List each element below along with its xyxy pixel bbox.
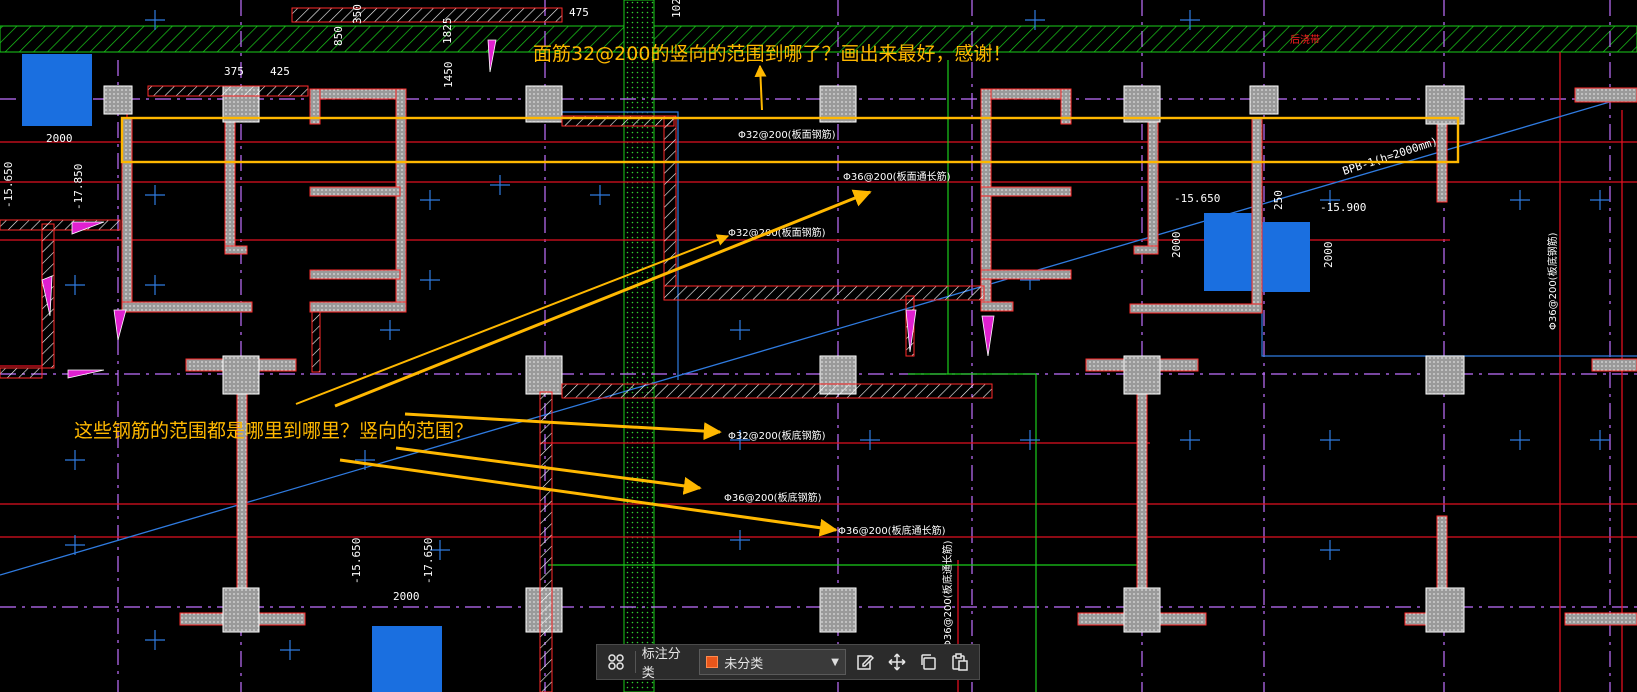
- rebar-label-r3: Φ32@200(板面钢筋): [728, 226, 826, 239]
- dim-350: 350: [351, 4, 364, 24]
- chevron-down-icon: ▼: [831, 656, 839, 668]
- dim-375: 375: [224, 65, 244, 78]
- magenta-marks: [41, 39, 995, 379]
- dim-2000-pit2: 2000: [1322, 242, 1335, 269]
- elev-15650-b: -15.650: [350, 538, 363, 584]
- dim-475: 475: [569, 6, 589, 19]
- dotted-strip: [623, 0, 655, 692]
- dim-850: 850: [332, 26, 345, 46]
- rebar-label-r6: Φ36@200(板底通长筋): [838, 524, 946, 537]
- dim-1450: 1450: [442, 62, 455, 89]
- elev-15650-a: -15.650: [2, 162, 15, 208]
- copy-icon[interactable]: [915, 649, 941, 675]
- highlight-box[interactable]: [120, 116, 1460, 164]
- dim-250: 250: [1272, 190, 1285, 210]
- elev-15900-pit: -15.900: [1320, 201, 1366, 214]
- rebar-label-r4: Φ32@200(板底钢筋): [728, 429, 826, 442]
- dim-1825: 1825: [441, 18, 454, 45]
- dim-2000-pit1: 2000: [1170, 232, 1183, 259]
- rebar-label-r7: Φ36@200(板底通长筋): [941, 540, 954, 648]
- plus-markers: [65, 10, 1610, 660]
- elev-17850-a: -17.850: [72, 164, 85, 210]
- rebar-label-r1: Φ32@200(板面钢筋): [738, 128, 836, 141]
- toolbar-separator: [634, 651, 636, 673]
- elev-15650-pit: -15.650: [1174, 192, 1220, 205]
- slope-line: [0, 93, 1637, 576]
- edit-icon[interactable]: [852, 649, 878, 675]
- category-select[interactable]: 未分类 ▼: [699, 649, 846, 675]
- dim-425: 425: [270, 65, 290, 78]
- pit-right-a: [1204, 213, 1256, 291]
- dim-2000-left: 2000: [46, 132, 73, 145]
- rebar-label-r5: Φ36@200(板底钢筋): [724, 491, 822, 504]
- category-color-swatch: [706, 656, 719, 668]
- pit-top-left: [22, 54, 92, 126]
- annotation-question-top: 面筋32@200的竖向的范围到哪了？画出来最好，感谢！: [533, 43, 1011, 65]
- columns: [103, 85, 1465, 633]
- section-lines: [548, 60, 1142, 692]
- annotation-question-left: 这些钢筋的范围都是哪里到哪里？竖向的范围？: [74, 420, 473, 442]
- dim-2000-bottom: 2000: [393, 590, 420, 603]
- rebar-label-r8: Φ36@200(板底钢筋): [1546, 232, 1559, 330]
- rebar-labels: Φ32@200(板面钢筋) Φ36@200(板面通长筋) Φ32@200(板面钢…: [724, 128, 1559, 648]
- paste-icon[interactable]: [947, 649, 973, 675]
- category-select-value: 未分类: [724, 656, 764, 672]
- pit-right-b: [1262, 222, 1310, 292]
- annotation-toolbar: 标注分类 未分类 ▼: [596, 644, 980, 681]
- red-tag: 后浇带: [1290, 33, 1320, 46]
- move-icon[interactable]: [884, 649, 910, 675]
- category-label: 标注分类: [641, 647, 681, 681]
- annotation-arrows: [295, 64, 872, 537]
- hatched-band-top: [0, 25, 1637, 53]
- dim-1025: 1025: [670, 0, 683, 18]
- pit-bottom: [372, 626, 442, 692]
- elev-17650-b: -17.650: [422, 538, 435, 584]
- blue-frame: [540, 111, 679, 380]
- grid-view-icon[interactable]: [603, 649, 629, 675]
- rebar-label-r2: Φ36@200(板面通长筋): [843, 170, 951, 183]
- slope-outline: [1261, 200, 1637, 357]
